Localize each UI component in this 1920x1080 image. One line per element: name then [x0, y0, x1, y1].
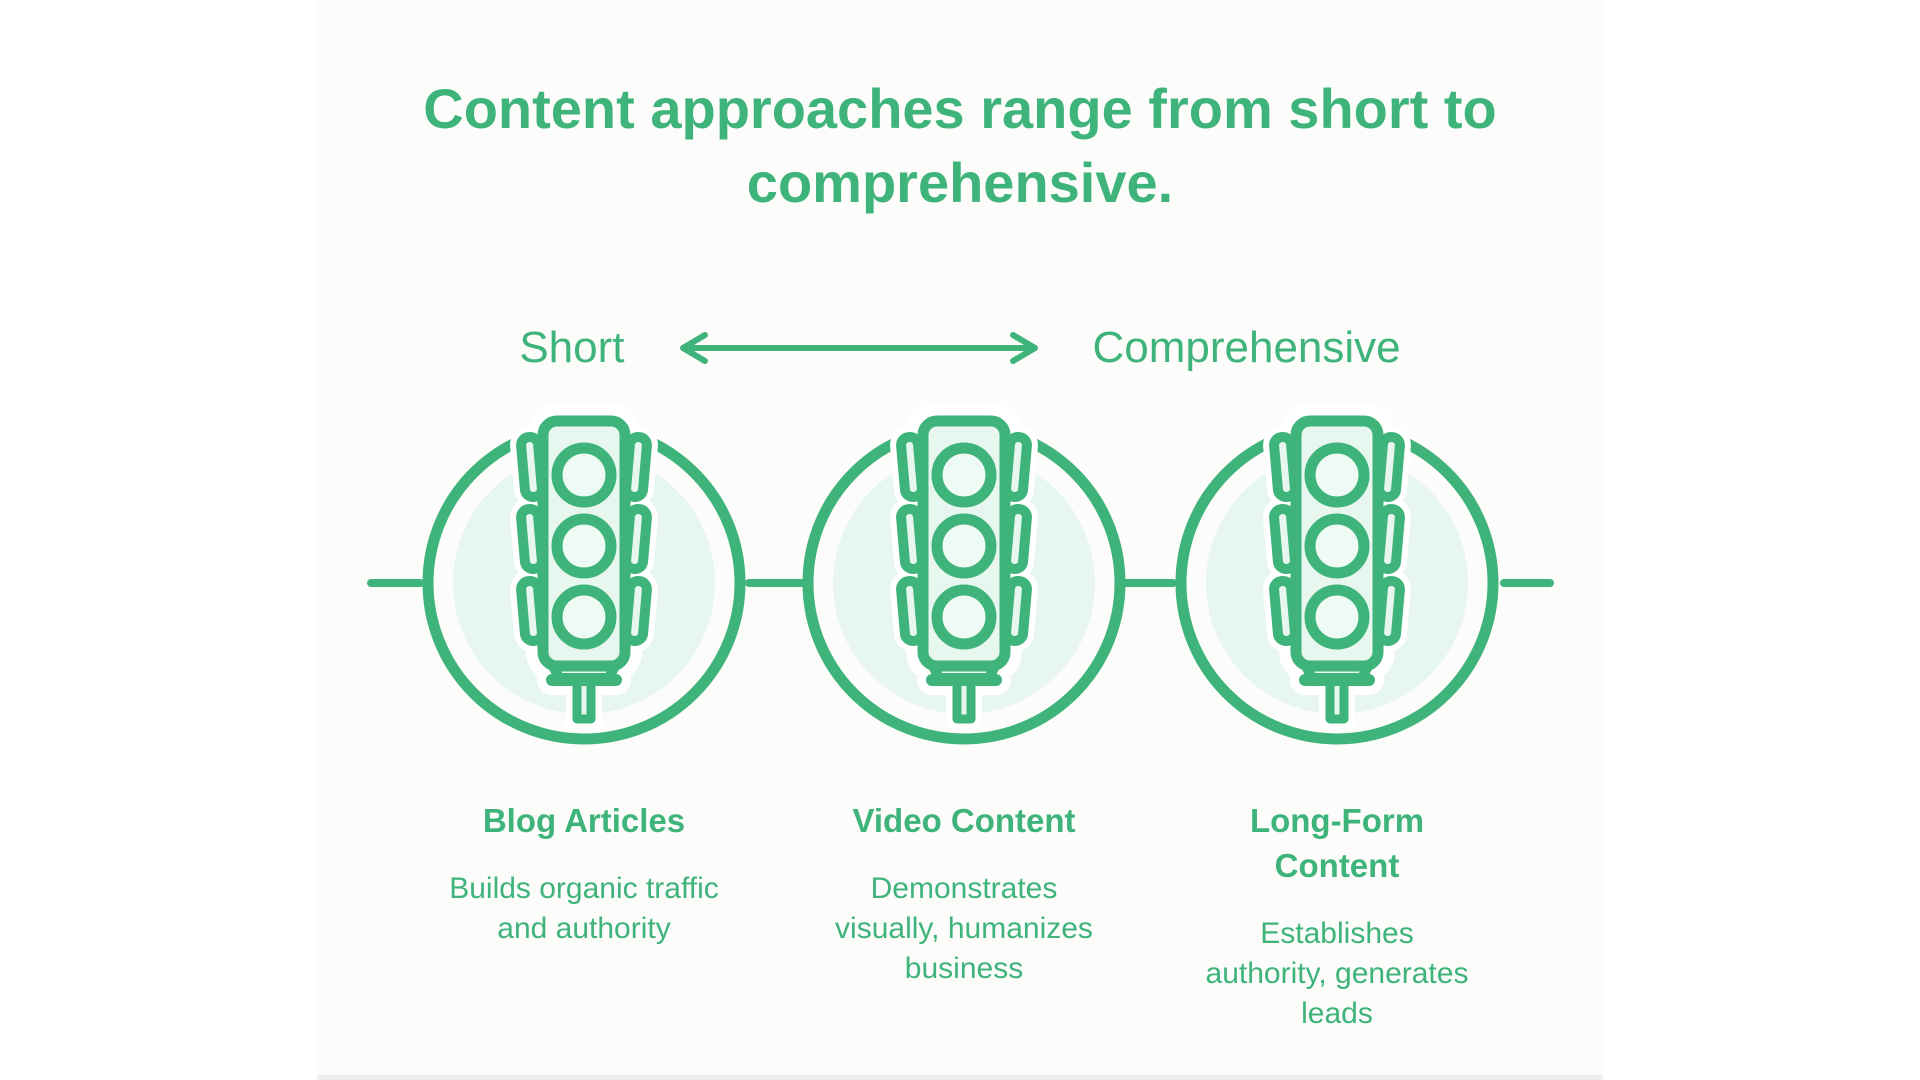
page-title: Content approaches range from short to c…: [423, 77, 1497, 214]
feature-circle-long-form-content: [1172, 411, 1502, 741]
feature-heading: Video Content: [852, 802, 1076, 839]
feature-description: Builds organic traffic and authority: [449, 872, 719, 945]
content-card: Content approaches range from short to c…: [317, 0, 1603, 1080]
connector-line-2-3: [1122, 579, 1177, 587]
feature-description: Establishes authority, generates leads: [1205, 917, 1469, 1030]
traffic-light-icon: [419, 411, 749, 741]
feature-text-long-form-content: Long-Form Content Establishes authority,…: [1167, 798, 1507, 1034]
feature-text-blog-articles: Blog Articles Builds organic traffic and…: [414, 798, 754, 949]
feature-heading: Long-Form Content: [1249, 802, 1425, 884]
connector-line-left-stub: [367, 579, 424, 587]
connector-line-right-stub: [1500, 579, 1554, 587]
connector-line-1-2: [745, 579, 805, 587]
traffic-light-icon: [1172, 411, 1502, 741]
double-arrow-icon: [679, 332, 1038, 364]
feature-description: Demonstrates visually, humanizes busines…: [835, 872, 1093, 985]
feature-circle-blog-articles: [419, 411, 749, 741]
feature-circle-video-content: [799, 411, 1129, 741]
scale-left-label: Short: [519, 323, 625, 372]
scale-row: Short Comprehensive: [317, 316, 1603, 380]
feature-heading: Blog Articles: [482, 802, 686, 839]
scale-right-label: Comprehensive: [1092, 323, 1401, 372]
traffic-light-icon: [799, 411, 1129, 741]
feature-text-video-content: Video Content Demonstrates visually, hum…: [794, 798, 1134, 989]
